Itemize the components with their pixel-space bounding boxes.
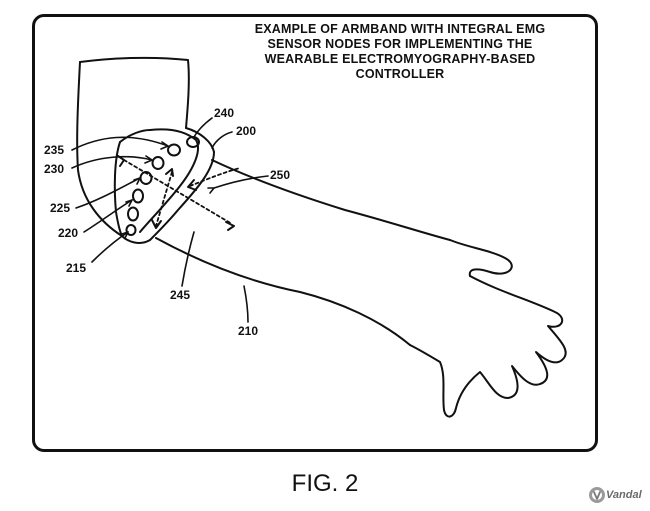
leader-250 (213, 175, 269, 189)
ref-numeral-235: 235 (44, 143, 65, 157)
arrowhead (165, 168, 174, 177)
leader-arrowhead (160, 141, 169, 150)
ref-numeral-200: 200 (236, 124, 257, 138)
leader-arrowhead (125, 199, 133, 207)
hand-thumb-outline (449, 239, 513, 277)
hand-fingers-outline (409, 275, 567, 418)
forearm-bottom-outline (155, 237, 411, 346)
ref-numeral-220: 220 (58, 226, 79, 240)
armband-band-front (119, 129, 151, 143)
ref-numeral-210: 210 (238, 324, 259, 338)
armband-outer-edge (121, 127, 215, 244)
ref-numeral-250: 250 (270, 168, 291, 182)
leader-210 (243, 285, 249, 323)
heading-line-3: WEARABLE ELECTROMYOGRAPHY-BASED (264, 52, 536, 66)
ref-numeral-230: 230 (44, 162, 65, 176)
ref-numeral-240: 240 (214, 106, 235, 120)
leader-220 (83, 199, 133, 233)
leader-arrowhead (207, 187, 215, 194)
heading-line-4: CONTROLLER (355, 67, 445, 81)
leader-200 (211, 131, 233, 149)
arrow-diagonal-long (123, 159, 233, 225)
forearm-top-outline (211, 159, 451, 241)
sensor-node (167, 143, 181, 157)
leader-215 (91, 231, 129, 263)
leader-arrowhead (121, 231, 129, 239)
direction-arrows (123, 159, 241, 227)
sensor-node (127, 206, 139, 222)
vandal-logo-icon (589, 487, 605, 503)
leader-235 (71, 136, 169, 151)
arrowhead (187, 179, 197, 191)
leader-arrowheads (121, 141, 215, 239)
leader-230 (71, 155, 153, 169)
arrowhead (225, 221, 235, 231)
leader-arrowhead (144, 155, 153, 164)
armband-inner-edge (139, 128, 199, 233)
leader-240 (193, 117, 213, 138)
heading-line-2: SENSOR NODES FOR IMPLEMENTING THE (267, 37, 533, 51)
ref-numeral-215: 215 (66, 261, 87, 275)
sensor-node (151, 156, 165, 170)
watermark-text: Vandal (606, 489, 642, 501)
leader-245 (181, 231, 195, 287)
sensor-node (125, 224, 137, 236)
ref-numeral-225: 225 (50, 201, 71, 215)
upper-arm-outline (79, 56, 190, 129)
leader-arrowhead (133, 177, 141, 185)
arrowhead (151, 219, 162, 229)
sensor-node (186, 136, 200, 148)
arrow-curve-upper (189, 167, 241, 187)
figure-caption: FIG. 2 (291, 470, 359, 497)
ref-numeral-245: 245 (170, 288, 191, 302)
arrow-vertical (155, 171, 173, 227)
figure-heading: EXAMPLE OF ARMBAND WITH INTEGRAL EMG SEN… (240, 22, 560, 82)
armband-band-back (113, 141, 123, 237)
heading-line-1: EXAMPLE OF ARMBAND WITH INTEGRAL EMG (254, 22, 546, 36)
sensor-node (132, 188, 144, 204)
